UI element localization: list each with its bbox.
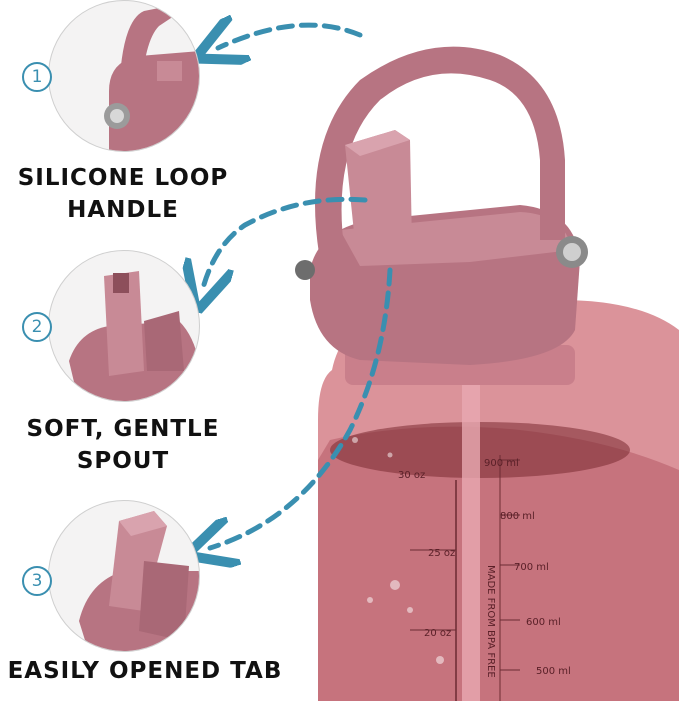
handle-knob-left [295, 260, 315, 280]
feature-1-circle [48, 0, 200, 152]
feature-3-caption: EASILY OPENED TAB [0, 655, 290, 687]
bottle-handle [315, 46, 565, 261]
feature-3-title-line1: EASILY OPENED TAB [7, 658, 283, 684]
feature-1-caption: SILICONE LOOP HANDLE [0, 162, 246, 226]
bottle-spout [345, 130, 412, 262]
arrow-3 [210, 267, 393, 548]
feature-1-title-line2: HANDLE [67, 197, 179, 223]
mark-30oz: 30 oz [398, 470, 425, 481]
tab-closeup-image [79, 511, 199, 651]
feature-3-circle [48, 500, 200, 652]
feature-3-badge: 3 [22, 566, 52, 596]
mark-800ml: 800 ml [500, 511, 535, 522]
arrow-2 [203, 196, 368, 288]
feature-2-caption: SOFT, GENTLE SPOUT [0, 413, 246, 477]
bottle-straw [462, 380, 480, 701]
mark-700ml: 700 ml [514, 562, 549, 573]
spout-closeup-image [69, 271, 199, 401]
arrow-1 [218, 25, 363, 48]
feature-1-badge: 1 [22, 62, 52, 92]
mark-25oz: 25 oz [428, 548, 455, 559]
mark-900ml: 900 ml [484, 458, 519, 469]
feature-2-badge: 2 [22, 312, 52, 342]
mark-500ml: 500 ml [536, 666, 571, 677]
mark-600ml: 600 ml [526, 617, 561, 628]
mark-20oz: 20 oz [424, 628, 451, 639]
vertical-label: MADE FROM BPA FREE [485, 565, 496, 678]
feature-2-circle [48, 250, 200, 402]
feature-1-title-line1: SILICONE LOOP [17, 165, 229, 191]
feature-2-title-line2: SPOUT [76, 448, 170, 474]
handle-closeup-image [104, 6, 199, 151]
feature-2-title-line1: SOFT, GENTLE [26, 416, 220, 442]
